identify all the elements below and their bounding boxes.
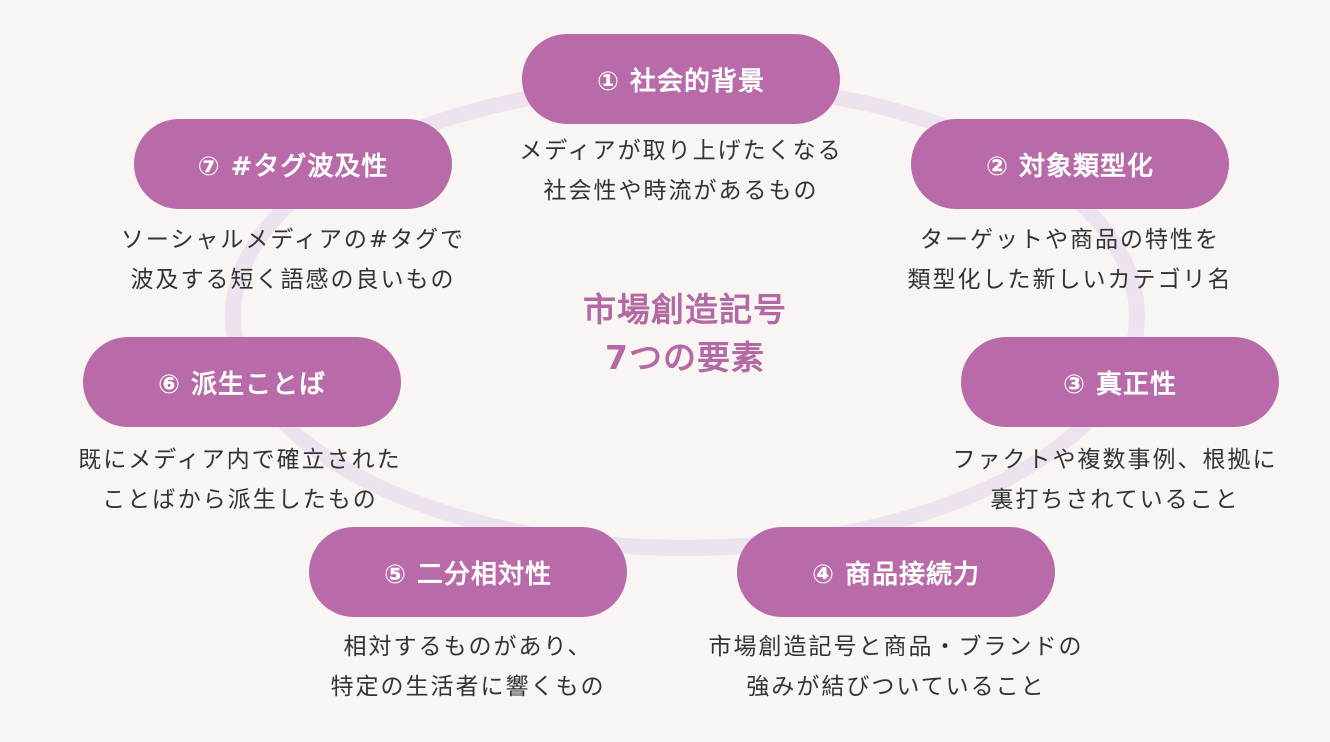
element-5-description: 相対するものがあり、 特定の生活者に響くもの — [258, 627, 678, 707]
element-6-label: ⑥ 派生ことば — [83, 337, 401, 427]
element-2-desc-line1: ターゲットや商品の特性を — [920, 227, 1220, 253]
center-title-line1: 市場創造記号 — [583, 290, 787, 329]
center-title-line2: 7つの要素 — [605, 338, 765, 377]
element-5-desc-line2: 特定の生活者に響くもの — [330, 674, 606, 700]
element-4-label: ④ 商品接続力 — [737, 527, 1055, 617]
element-4-desc-line2: 強みが結びついていること — [746, 674, 1046, 700]
element-3-label: ③ 真正性 — [961, 337, 1279, 427]
element-6-desc-line2: ことばから派生したもの — [102, 487, 378, 513]
element-4-description: 市場創造記号と商品・ブランドの 強みが結びついていること — [686, 627, 1106, 707]
element-4-desc-line1: 市場創造記号と商品・ブランドの — [708, 634, 1084, 660]
element-1-description: メディアが取り上げたくなる 社会性や時流があるもの — [471, 131, 891, 211]
element-6-description: 既にメディア内で確立された ことばから派生したもの — [30, 440, 450, 520]
element-3-desc-line2: 裏打ちされていること — [990, 487, 1240, 513]
element-2-label: ② 対象類型化 — [911, 119, 1229, 209]
element-2-description: ターゲットや商品の特性を 類型化した新しいカテゴリ名 — [860, 220, 1280, 300]
element-7-label: ⑦ #タグ波及性 — [134, 119, 452, 209]
element-7-desc-line1: ソーシャルメディアの#タグで — [120, 227, 466, 253]
element-3-desc-line1: ファクトや複数事例、根拠に — [952, 447, 1278, 473]
element-7-desc-line2: 波及する短く語感の良いもの — [130, 267, 456, 293]
element-1-desc-line1: メディアが取り上げたくなる — [519, 138, 843, 164]
element-1-desc-line2: 社会性や時流があるもの — [543, 178, 819, 204]
element-5-desc-line1: 相対するものがあり、 — [343, 634, 593, 660]
element-2-desc-line2: 類型化した新しいカテゴリ名 — [907, 267, 1233, 293]
center-title: 市場創造記号 7つの要素 — [505, 286, 865, 382]
element-3-description: ファクトや複数事例、根拠に 裏打ちされていること — [905, 440, 1325, 520]
element-1-label: ① 社会的背景 — [522, 34, 840, 124]
element-5-label: ⑤ 二分相対性 — [309, 527, 627, 617]
element-7-description: ソーシャルメディアの#タグで 波及する短く語感の良いもの — [83, 220, 503, 300]
element-6-desc-line1: 既にメディア内で確立された — [78, 447, 402, 473]
